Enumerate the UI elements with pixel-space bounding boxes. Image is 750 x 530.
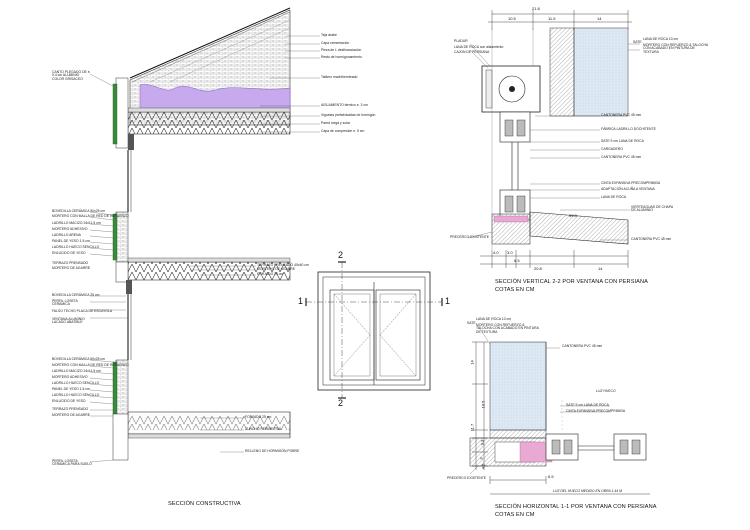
vs-right-label: FÁBRICA LADRILLO DOCHITENTE: [601, 127, 656, 131]
constructive-section-title: SECCIÓN CONSTRUCTIVA: [168, 501, 241, 507]
roof-label: Teja árabe: [321, 33, 337, 37]
wall-label: LADRILLO HUECO SENCILLO: [52, 381, 100, 385]
hs-right-label: SATE 9 cm LANA DE ROCA: [566, 403, 609, 407]
bottom-label: FORJADO 25 cm: [245, 415, 272, 419]
wall-label: LADRILLO ARENA: [52, 233, 81, 237]
dim-label: 14: [597, 16, 602, 21]
hs-right-label: CINTA EXPANSIVA PRECOMPRIMIDA: [566, 409, 626, 413]
cut-label: 2: [338, 250, 344, 260]
roof-label: Tablero machihembrado: [321, 75, 358, 79]
mid-label: FORJADO 25 cm: [257, 272, 284, 276]
dim-label: 6.5: [514, 258, 520, 263]
wall-label: BOVEDILLA CERÁMICA 50x25 cm: [52, 209, 105, 213]
dim-label: 11.5: [548, 16, 556, 21]
dim-label: 4.0: [493, 250, 499, 255]
dim-label: 10.5: [508, 16, 516, 21]
dim-label: 6.5: [548, 474, 554, 479]
roof-label: Pieza de L desfinanciación: [321, 48, 362, 52]
horizontal-section-title: SECCIÓN HORIZONTAL 1-1 POR VENTANA CON P…: [495, 504, 657, 510]
vs-right-label: VIERTEAGUAS DE CHAPA DE ALUMINIO: [631, 205, 673, 213]
wall-label: PANEL DE YESO 1.5 cm: [52, 239, 90, 243]
wall-label: MORTERO ADHESIVO: [52, 375, 88, 379]
dim-label: 9.3: [479, 439, 485, 446]
vs-right-label: MORTERO CON REFUERZO & TALOCHA CON ACABA…: [643, 43, 708, 54]
horizontal-section-subtitle: COTAS EN CM: [495, 512, 535, 518]
window-elevation: [305, 261, 443, 399]
dim-label: 11.7: [469, 423, 475, 432]
vs-right-label: LANA DE ROCA: [601, 195, 627, 199]
bottom-left-label: PERFIL LOSETA CERÁMICA PARA SUELO: [52, 459, 92, 467]
bottom-label: ZUNCHO PERIMETRAL: [245, 427, 283, 431]
vs-right-label: LANA DE ROCA 10 cm: [643, 37, 679, 41]
wall-label: MORTERO CON MALLA DE RED DE REFUERZO: [52, 363, 129, 367]
hs-top-label: MORTERO CON REFUERZO & TALOCHA CON ACABA…: [476, 323, 539, 334]
constructive-section: [112, 7, 291, 461]
wall-label: PERFIL LOSETA CERÁMICA: [52, 299, 78, 307]
constructive-leaders: [89, 35, 320, 463]
vs-right-label: CANTONERA PVC 45 mm: [601, 155, 642, 159]
mid-label: TERRAZO PRENSADO 40x40 cm: [257, 263, 309, 267]
wall-label: MORTERO DE AGARRE: [52, 266, 90, 270]
wall-label: LADRILLO MACIZO 24x11.5 cm: [52, 221, 101, 225]
left-top-label: CANTO PLEGADO DE e. 0.4 cm ALUMINIO COLO…: [52, 70, 91, 81]
roof-label: AISLAMIENTO térmico e. 3 cm: [321, 103, 368, 107]
dim-label: 20.8: [534, 266, 542, 271]
horizontal-section: [469, 325, 650, 495]
hs-top-label: LANA DE ROCA 10 cm: [476, 317, 512, 321]
hs-right-label: CANTONERA PVC 45 mm: [562, 344, 603, 348]
roof-label: Pared ciega y solar: [321, 121, 351, 125]
wall-label: TERRAZO PRENSADO: [52, 407, 89, 411]
wall-label: MORTERO DE AGARRE: [52, 413, 90, 417]
wall-label: LADRILLO MACIZO 24x11.5 cm: [52, 369, 101, 373]
cut-label: 1: [445, 296, 451, 306]
vs-right-label: CANTONERA PVC 45 mm: [601, 113, 642, 117]
vs-right-label: SATE 9 cm LANA DE ROCA: [601, 139, 644, 143]
vs-right-label: ADAPTACIÓN ACUÑA A VENTANA: [601, 187, 655, 191]
wall-label: ENLUCIDO DE YESO: [52, 251, 86, 255]
vs-left-label: PLADUR: [454, 39, 468, 43]
wall-label: TERRAZO PRENSADO: [52, 261, 89, 265]
wall-label: FALSO TECHO PLACA DE ESCAYOLA: [52, 309, 113, 313]
roof-label: Capa cementación: [321, 41, 350, 45]
bottom-label: RELLENO DE HORMIGÓN POBRE: [245, 449, 300, 453]
mid-label: MORTERO DE AGARRE: [257, 267, 295, 271]
vertical-section-title: SECCIÓN VERTICAL 2-2 POR VENTANA CON PER…: [495, 279, 648, 285]
wall-label: VENTANA ALUMINIO LACADO ABATIBLE: [52, 317, 85, 325]
vs-left-label: CAJON DE PERSIANA: [454, 50, 490, 54]
wall-label: PANEL DE YESO 1.5 cm: [52, 387, 90, 391]
vs-right-label: CARGADERO: [601, 147, 623, 151]
cut-label: 1: [298, 296, 304, 306]
hs-bottom-note: LUZ DEL HUECO MEDIDO EN OBRA 1.44 M: [553, 489, 622, 493]
roof-label: Capa de compresión e. 5 cm: [321, 129, 365, 133]
dim-label: 14: [469, 360, 475, 365]
wall-label: MORTERO CON MALLA DE RED DE REFUERZO: [52, 214, 129, 218]
dim-label: 3.0: [507, 250, 513, 255]
dim-label: 14: [598, 266, 603, 271]
cut-label: 2: [338, 398, 344, 408]
dim-label: 10.5: [480, 400, 486, 409]
vertical-section-subtitle: COTAS EN CM: [495, 287, 535, 293]
wall-label: MORTERO ADHESIVO: [52, 227, 88, 231]
vs-left-label: LANA DE ROCA con aislamiento: [454, 45, 504, 49]
dim-label: 21.8: [532, 6, 540, 11]
vs-bottom-left: PRECERCO EXISTENTE: [450, 235, 489, 239]
wall-label: LADRILLO HUECO SENCILLO: [52, 393, 100, 397]
wall-label: ENLUCIDO DE YESO: [52, 399, 86, 403]
wall-label: BOVEDILLA CERÁMICA 25 cm: [52, 293, 100, 297]
vs-right-label: CINTA EXPANSIVA PRECOMPRIMIDA: [601, 181, 661, 185]
hs-top-label: SATE: [467, 321, 476, 325]
vertical-section: [467, 10, 640, 268]
roof-label: Viguetas prefabricadas de hormigón: [321, 113, 376, 117]
vs-right-label: CANTONERA PVC 45 mm: [631, 237, 672, 241]
wall-label: BOVEDILLA CERÁMICA 50x25 cm: [52, 357, 105, 361]
hs-bottom-label: PRECERCO EXISTENTE: [447, 476, 486, 480]
dim-label: 3: [478, 457, 484, 460]
sill-dim: 39.8: [569, 213, 577, 218]
dim-label: 4.5: [480, 463, 486, 470]
hs-right-label: LUZ HUECO: [596, 389, 616, 393]
vs-right-label: SATE: [633, 40, 642, 44]
wall-label: LADRILLO HUECO SENCILLO: [52, 245, 100, 249]
roof-label: Resto de hormigonamiento: [321, 55, 362, 59]
